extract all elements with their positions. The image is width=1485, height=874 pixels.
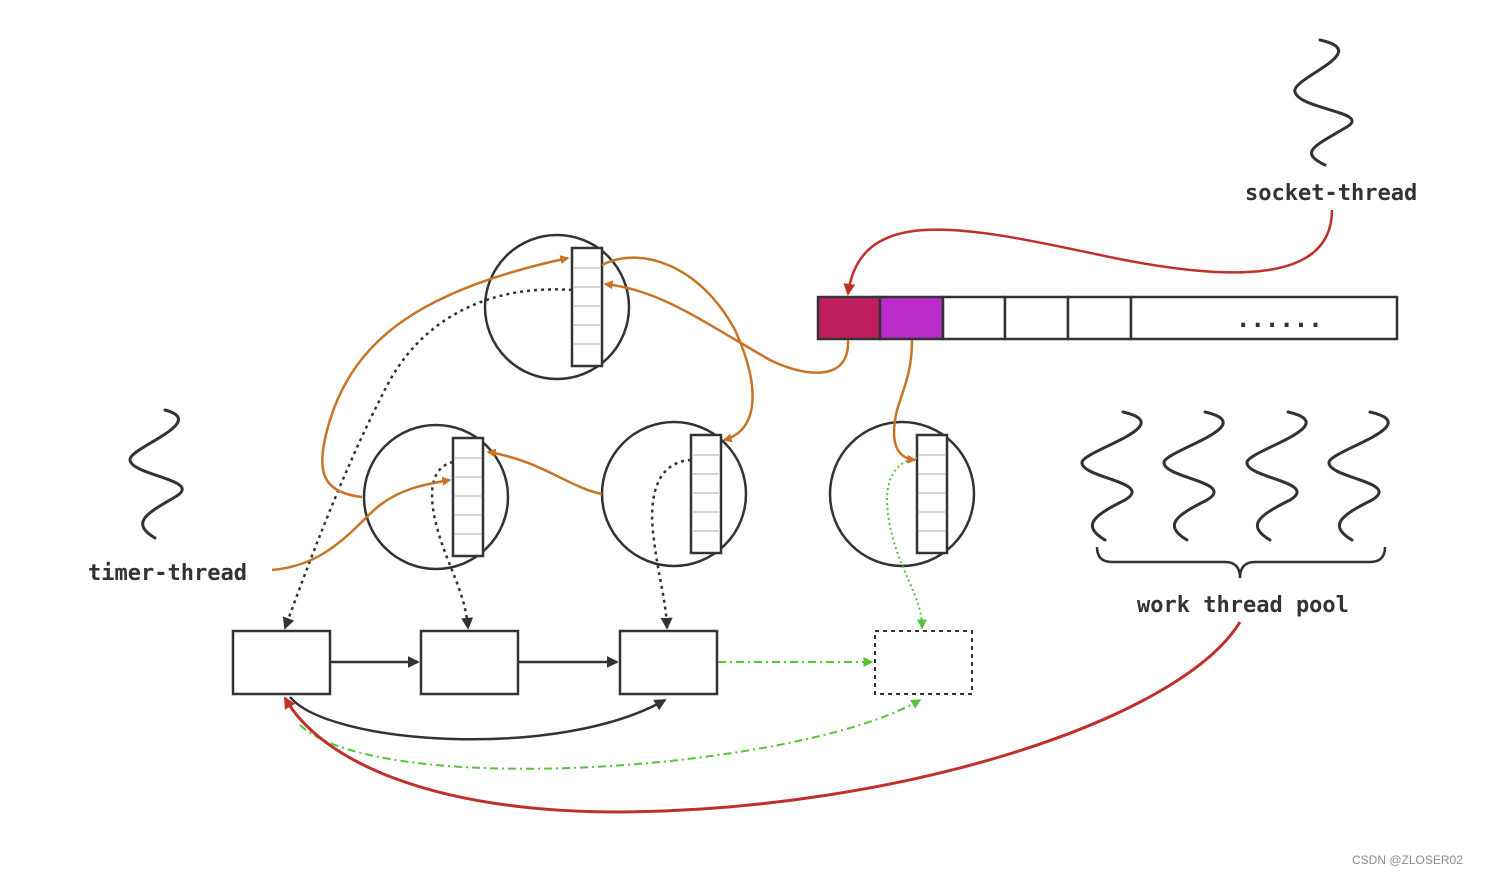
orange-middle-to-left-stack [486, 448, 603, 496]
queue-slot-2 [878, 295, 945, 341]
list-node-1 [231, 629, 332, 696]
node-stack-right [915, 433, 949, 555]
node-circle-left [362, 423, 510, 571]
list-node-pending [874, 630, 973, 695]
node-circle-right [828, 420, 976, 568]
orange-timer-to-left-stack [271, 476, 452, 572]
timer-thread-squiggle-icon [128, 408, 184, 540]
worker-squiggle-icon-3 [1245, 410, 1308, 542]
queue-slot-4 [1003, 295, 1070, 341]
node-stack-middle [689, 433, 723, 555]
queue-slot-3 [941, 295, 1007, 341]
timer-thread-label: timer-thread [88, 561, 247, 586]
pool-to-list-head-arrow [283, 621, 1242, 814]
node-circle-middle [600, 420, 748, 568]
dotted-arrow-top-to-node1 [282, 288, 573, 630]
node-stack-left [451, 436, 485, 558]
orange-left-circle-to-top-stack [321, 255, 570, 499]
queue-slot-rest [1129, 295, 1399, 341]
orange-top-stack-to-middle-stack [601, 256, 754, 443]
socket-thread-squiggle-icon [1293, 38, 1354, 167]
list-green-skip-arrow [299, 699, 922, 770]
list-node-2 [419, 629, 520, 696]
worker-squiggle-icon-2 [1162, 410, 1225, 542]
work-pool-brace [1095, 546, 1387, 579]
worker-squiggle-icon-4 [1327, 410, 1390, 542]
dotted-arrow-middle-to-node3 [650, 458, 692, 630]
list-node-3 [618, 629, 719, 696]
work-pool-label: work thread pool [1137, 593, 1349, 618]
socket-thread-label: socket-thread [1245, 181, 1417, 206]
worker-squiggle-icon-1 [1080, 410, 1143, 542]
dotted-arrow-left-to-node2 [430, 460, 474, 630]
queue-slot-5 [1066, 295, 1133, 341]
node-stack-top [570, 246, 604, 368]
queue-slot-1 [816, 295, 882, 341]
orange-queue-slot1-to-top-stack [603, 280, 850, 374]
orange-queue-slot2-to-right-stack [892, 339, 917, 464]
work-thread-pool-icon [1080, 410, 1390, 542]
event-queue: ...... [816, 295, 1399, 341]
socket-to-queue-arrow [843, 209, 1334, 296]
watermark: CSDN @ZLOSER02 [1352, 853, 1463, 867]
list-skip-arrow [289, 696, 667, 741]
queue-ellipsis: ...... [1236, 305, 1323, 333]
node-circle-top [483, 233, 631, 381]
